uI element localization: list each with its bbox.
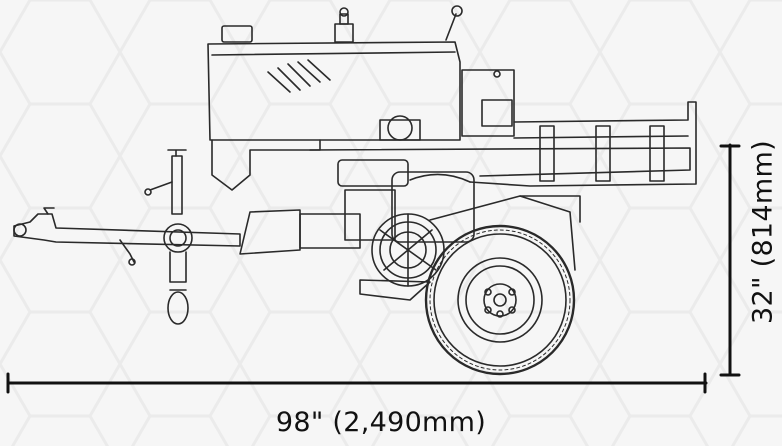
hydraulic-tank [207, 5, 463, 191]
height-dimension-line [719, 143, 741, 377]
engine [337, 159, 475, 287]
length-dimension-text: 98" (2,490mm) [275, 407, 487, 438]
control-valve-assembly [379, 69, 515, 141]
splitting-beam [309, 101, 697, 187]
length-dimension-line [6, 372, 708, 394]
height-dimension-label: 32" (814mm) [747, 140, 779, 324]
main-wheel [424, 224, 576, 376]
length-dimension-label: 98" (2,490mm) [0, 407, 782, 438]
frame-and-fender [239, 195, 581, 301]
jack-stand [144, 149, 193, 325]
tow-tongue [13, 207, 241, 266]
